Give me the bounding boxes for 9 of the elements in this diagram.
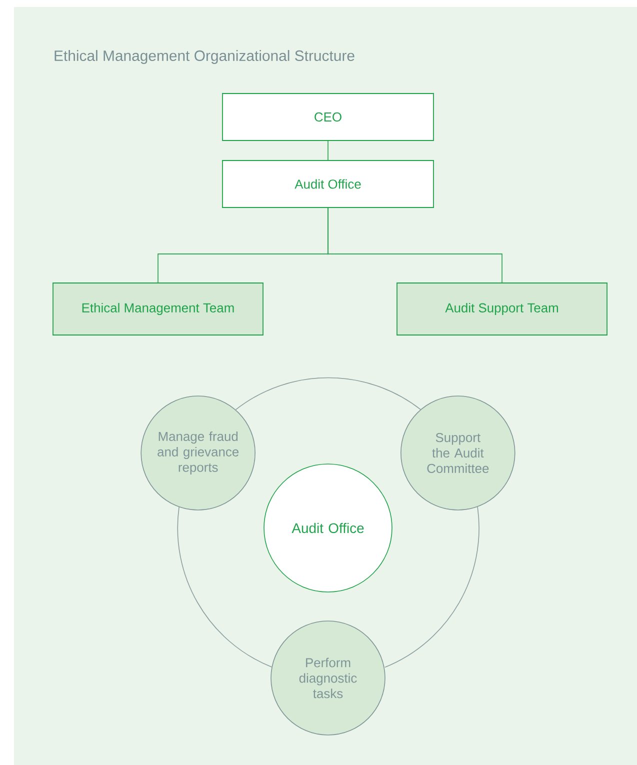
connector-line — [235, 377, 422, 410]
title: Ethical Management Organizational Structure — [54, 50, 354, 64]
team-box: Ethical Management Team — [52, 282, 264, 336]
connector-line — [328, 208, 502, 283]
org-box: CEO — [222, 93, 434, 141]
team-box: Audit Support Team — [396, 282, 608, 336]
connector-line — [177, 506, 272, 668]
connector-line — [384, 506, 480, 668]
org-box: Audit Office — [222, 160, 434, 208]
